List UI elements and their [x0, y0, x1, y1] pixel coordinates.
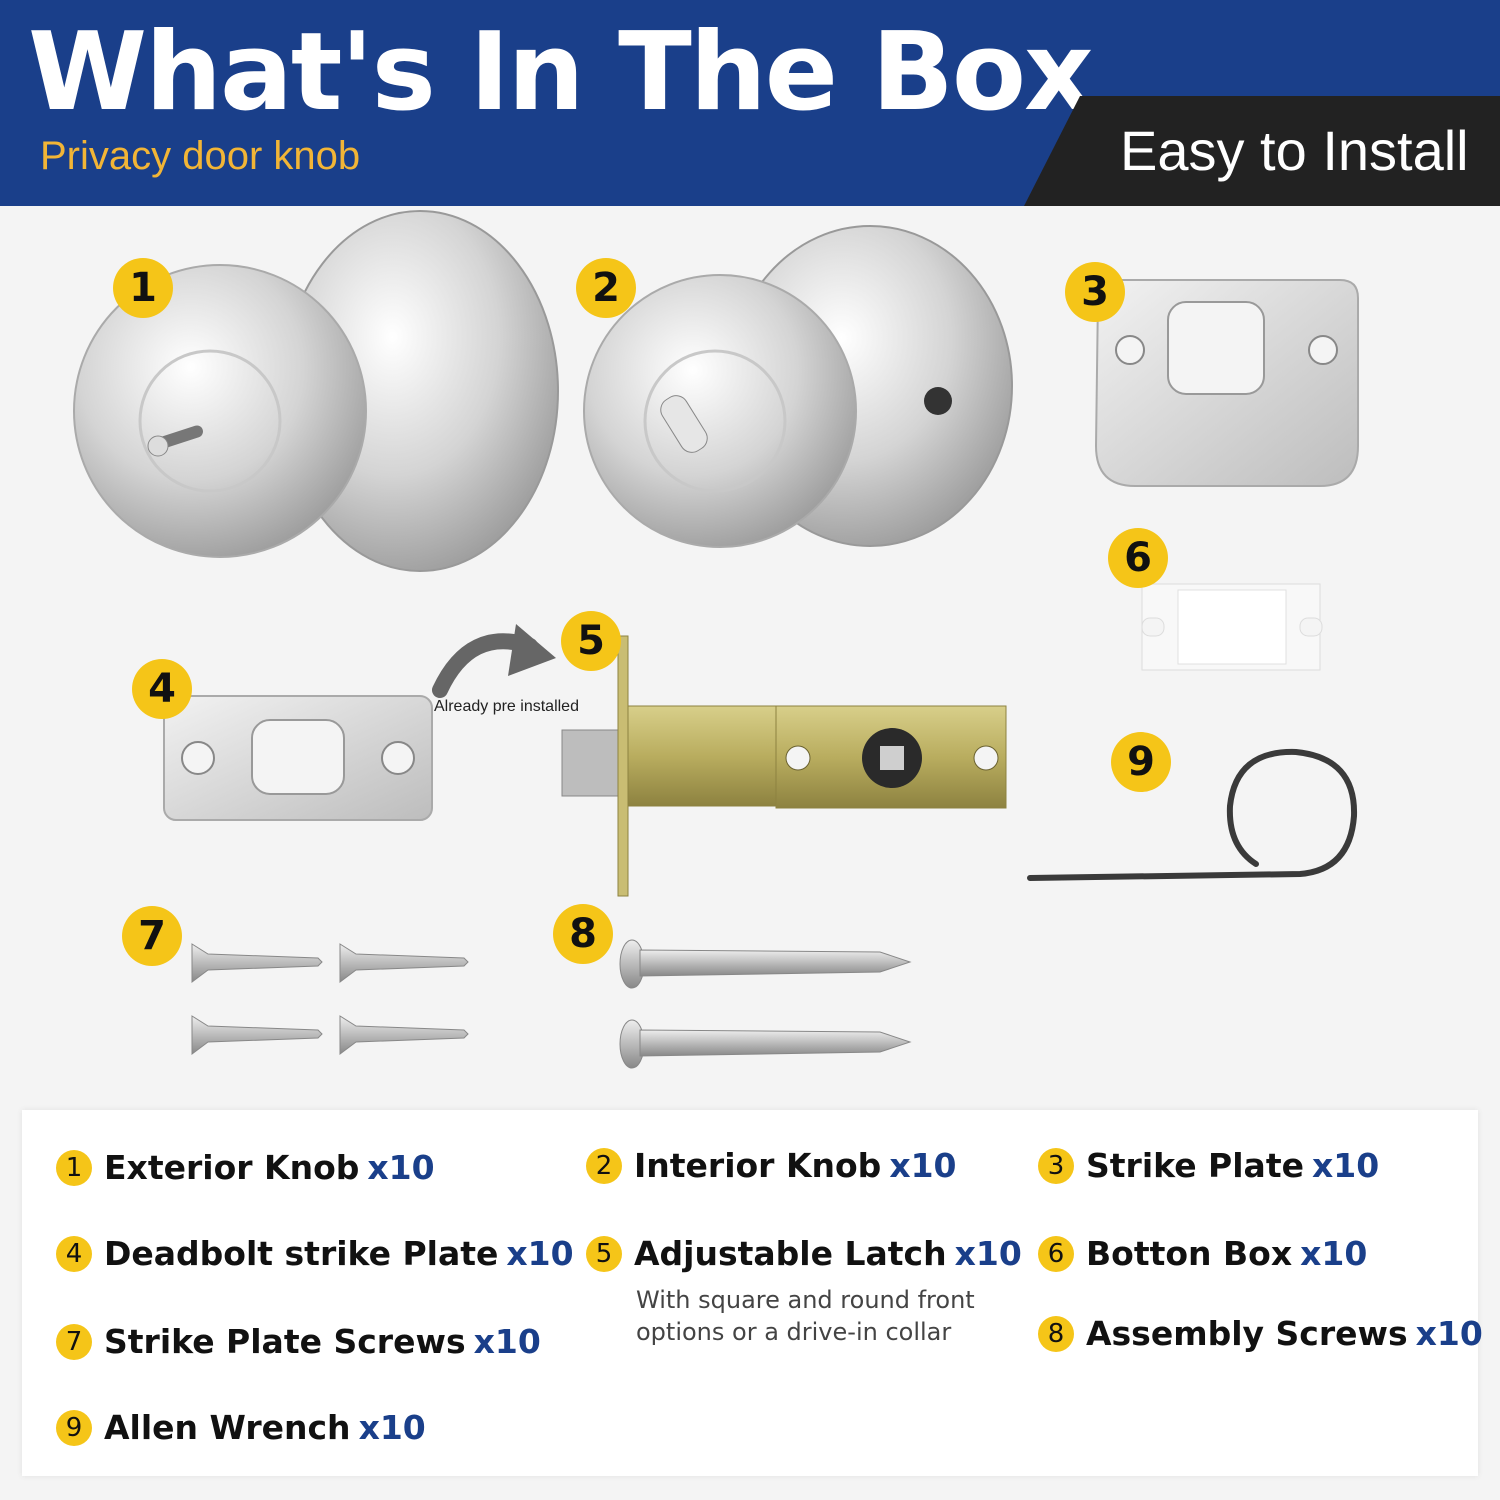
- item-number: 5: [586, 1235, 622, 1272]
- allen-wrench-image: [1027, 748, 1358, 881]
- page-title: What's In The Box: [28, 10, 1094, 135]
- item-label: Exterior Knob: [104, 1148, 360, 1187]
- item-label: Allen Wrench: [104, 1408, 351, 1447]
- item-number: 1: [56, 1149, 92, 1186]
- item-qty: x10: [473, 1322, 541, 1361]
- item-label: Botton Box: [1086, 1234, 1293, 1273]
- item-number: 9: [56, 1409, 92, 1446]
- exterior-knob-image: [73, 210, 559, 572]
- item-number: 3: [1038, 1147, 1074, 1184]
- item-label: Strike Plate: [1086, 1146, 1304, 1185]
- item-label: Interior Knob: [634, 1146, 882, 1185]
- assembly-screws-image: [619, 939, 912, 1069]
- adjustable-latch-image: [561, 635, 1007, 897]
- page-subtitle: Privacy door knob: [40, 134, 361, 178]
- badge-3: 3: [1065, 262, 1125, 322]
- badge-7: 7: [122, 906, 182, 966]
- item-label: Strike Plate Screws: [104, 1322, 466, 1361]
- latch-note: With square and round front options or a…: [636, 1286, 975, 1346]
- item-number: 2: [586, 1147, 622, 1184]
- item-label: Adjustable Latch: [634, 1234, 947, 1273]
- item-qty: x10: [1300, 1234, 1368, 1273]
- tagline-band: [1024, 96, 1500, 206]
- preinstalled-note: Already pre installed: [434, 698, 579, 715]
- item-qty: x10: [1415, 1314, 1483, 1353]
- item-label: Assembly Screws: [1086, 1314, 1408, 1353]
- item-qty: x10: [1311, 1146, 1380, 1185]
- product-illustrations: [73, 210, 1359, 1069]
- badge-8: 8: [553, 904, 613, 964]
- badge-9: 9: [1111, 732, 1171, 792]
- badge-5: 5: [561, 611, 621, 671]
- strike-plate-screws-image: [191, 943, 469, 1055]
- strike-plate-image: [1094, 279, 1359, 487]
- header-banner: What's In The Box Privacy door knob Easy…: [0, 0, 1500, 206]
- curved-arrow-icon: [432, 624, 556, 698]
- badge-4: 4: [132, 659, 192, 719]
- item-number: 4: [56, 1235, 92, 1272]
- item-number: 7: [56, 1323, 92, 1360]
- item-label: Deadbolt strike Plate: [104, 1234, 499, 1273]
- item-number: 8: [1038, 1315, 1074, 1352]
- badge-2: 2: [576, 258, 636, 318]
- item-qty: x10: [889, 1146, 957, 1185]
- item-qty: x10: [367, 1148, 435, 1187]
- badge-1: 1: [113, 258, 173, 318]
- interior-knob-image: [583, 225, 1013, 548]
- item-qty: x10: [358, 1408, 426, 1447]
- badge-6: 6: [1108, 528, 1168, 588]
- item-qty: x10: [954, 1234, 1022, 1273]
- item-qty: x10: [506, 1234, 574, 1273]
- product-area: 1 2 3 4 5 6 9 7 8 Already pre installed: [0, 206, 1500, 1106]
- botton-box-image: [1141, 583, 1323, 671]
- item-number: 6: [1038, 1235, 1074, 1272]
- deadbolt-strike-plate-image: [163, 695, 433, 821]
- tagline: Easy to Install: [1120, 119, 1469, 182]
